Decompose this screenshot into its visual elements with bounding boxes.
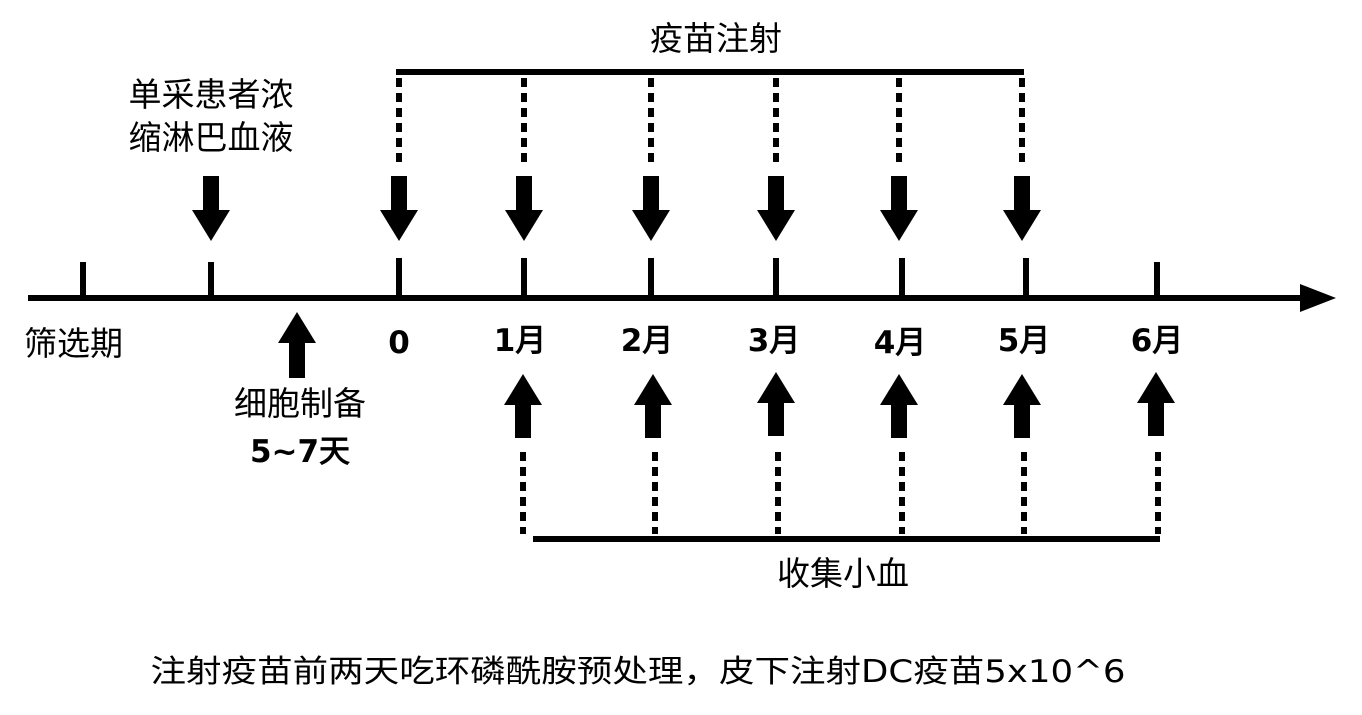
label-screening: 筛选期 xyxy=(24,324,123,363)
up-arrow-icon xyxy=(1003,374,1041,438)
cell-prep-group: 细胞制备 5~7天 xyxy=(234,312,366,470)
timeline-axis xyxy=(28,284,1336,312)
label-month-3: 3月 xyxy=(748,323,801,359)
up-arrow-icon xyxy=(880,374,918,438)
blood-collection-label: 收集小血 xyxy=(777,554,909,593)
down-arrow-icon xyxy=(380,176,418,241)
label-month-2: 2月 xyxy=(621,323,674,359)
vaccine-down-arrows xyxy=(380,176,1041,241)
label-month-5: 5月 xyxy=(998,323,1051,359)
apheresis-label-line1: 单采患者浓 xyxy=(129,75,294,114)
up-arrow-icon xyxy=(757,372,795,436)
collection-up-arrows xyxy=(504,372,1175,438)
down-arrow-icon xyxy=(192,176,230,241)
label-month-0: 0 xyxy=(388,325,410,361)
vaccine-dotted-lines xyxy=(396,78,1025,168)
up-arrow-icon xyxy=(278,312,316,378)
label-month-6: 6月 xyxy=(1131,323,1184,359)
cell-prep-label-line1: 细胞制备 xyxy=(234,384,366,423)
label-month-4: 4月 xyxy=(874,325,927,361)
label-month-1: 1月 xyxy=(494,323,547,359)
protocol-footnote: 注射疫苗前两天吃环磷酰胺预处理，皮下注射DC疫苗5x10^6 xyxy=(151,654,1126,690)
down-arrow-icon xyxy=(505,176,543,241)
down-arrow-icon xyxy=(1003,176,1041,241)
timeline-ticks xyxy=(80,258,1160,300)
down-arrow-icon xyxy=(757,176,795,241)
timeline-arrowhead xyxy=(1300,284,1336,312)
apheresis-label-line2: 缩淋巴血液 xyxy=(129,118,294,157)
collection-dotted-lines xyxy=(520,452,1161,534)
down-arrow-icon xyxy=(632,176,670,241)
up-arrow-icon xyxy=(1137,372,1175,436)
cell-prep-label-line2: 5~7天 xyxy=(250,434,350,470)
down-arrow-icon xyxy=(880,176,918,241)
vaccine-injection-group: 疫苗注射 xyxy=(380,19,1041,241)
apheresis-group: 单采患者浓 缩淋巴血液 xyxy=(129,75,294,241)
timeline-labels: 筛选期 0 1月 2月 3月 4月 5月 6月 xyxy=(24,323,1183,363)
vaccine-injection-label: 疫苗注射 xyxy=(650,19,782,58)
up-arrow-icon xyxy=(504,374,542,438)
up-arrow-icon xyxy=(634,374,672,438)
blood-collection-group: 收集小血 xyxy=(504,372,1175,593)
